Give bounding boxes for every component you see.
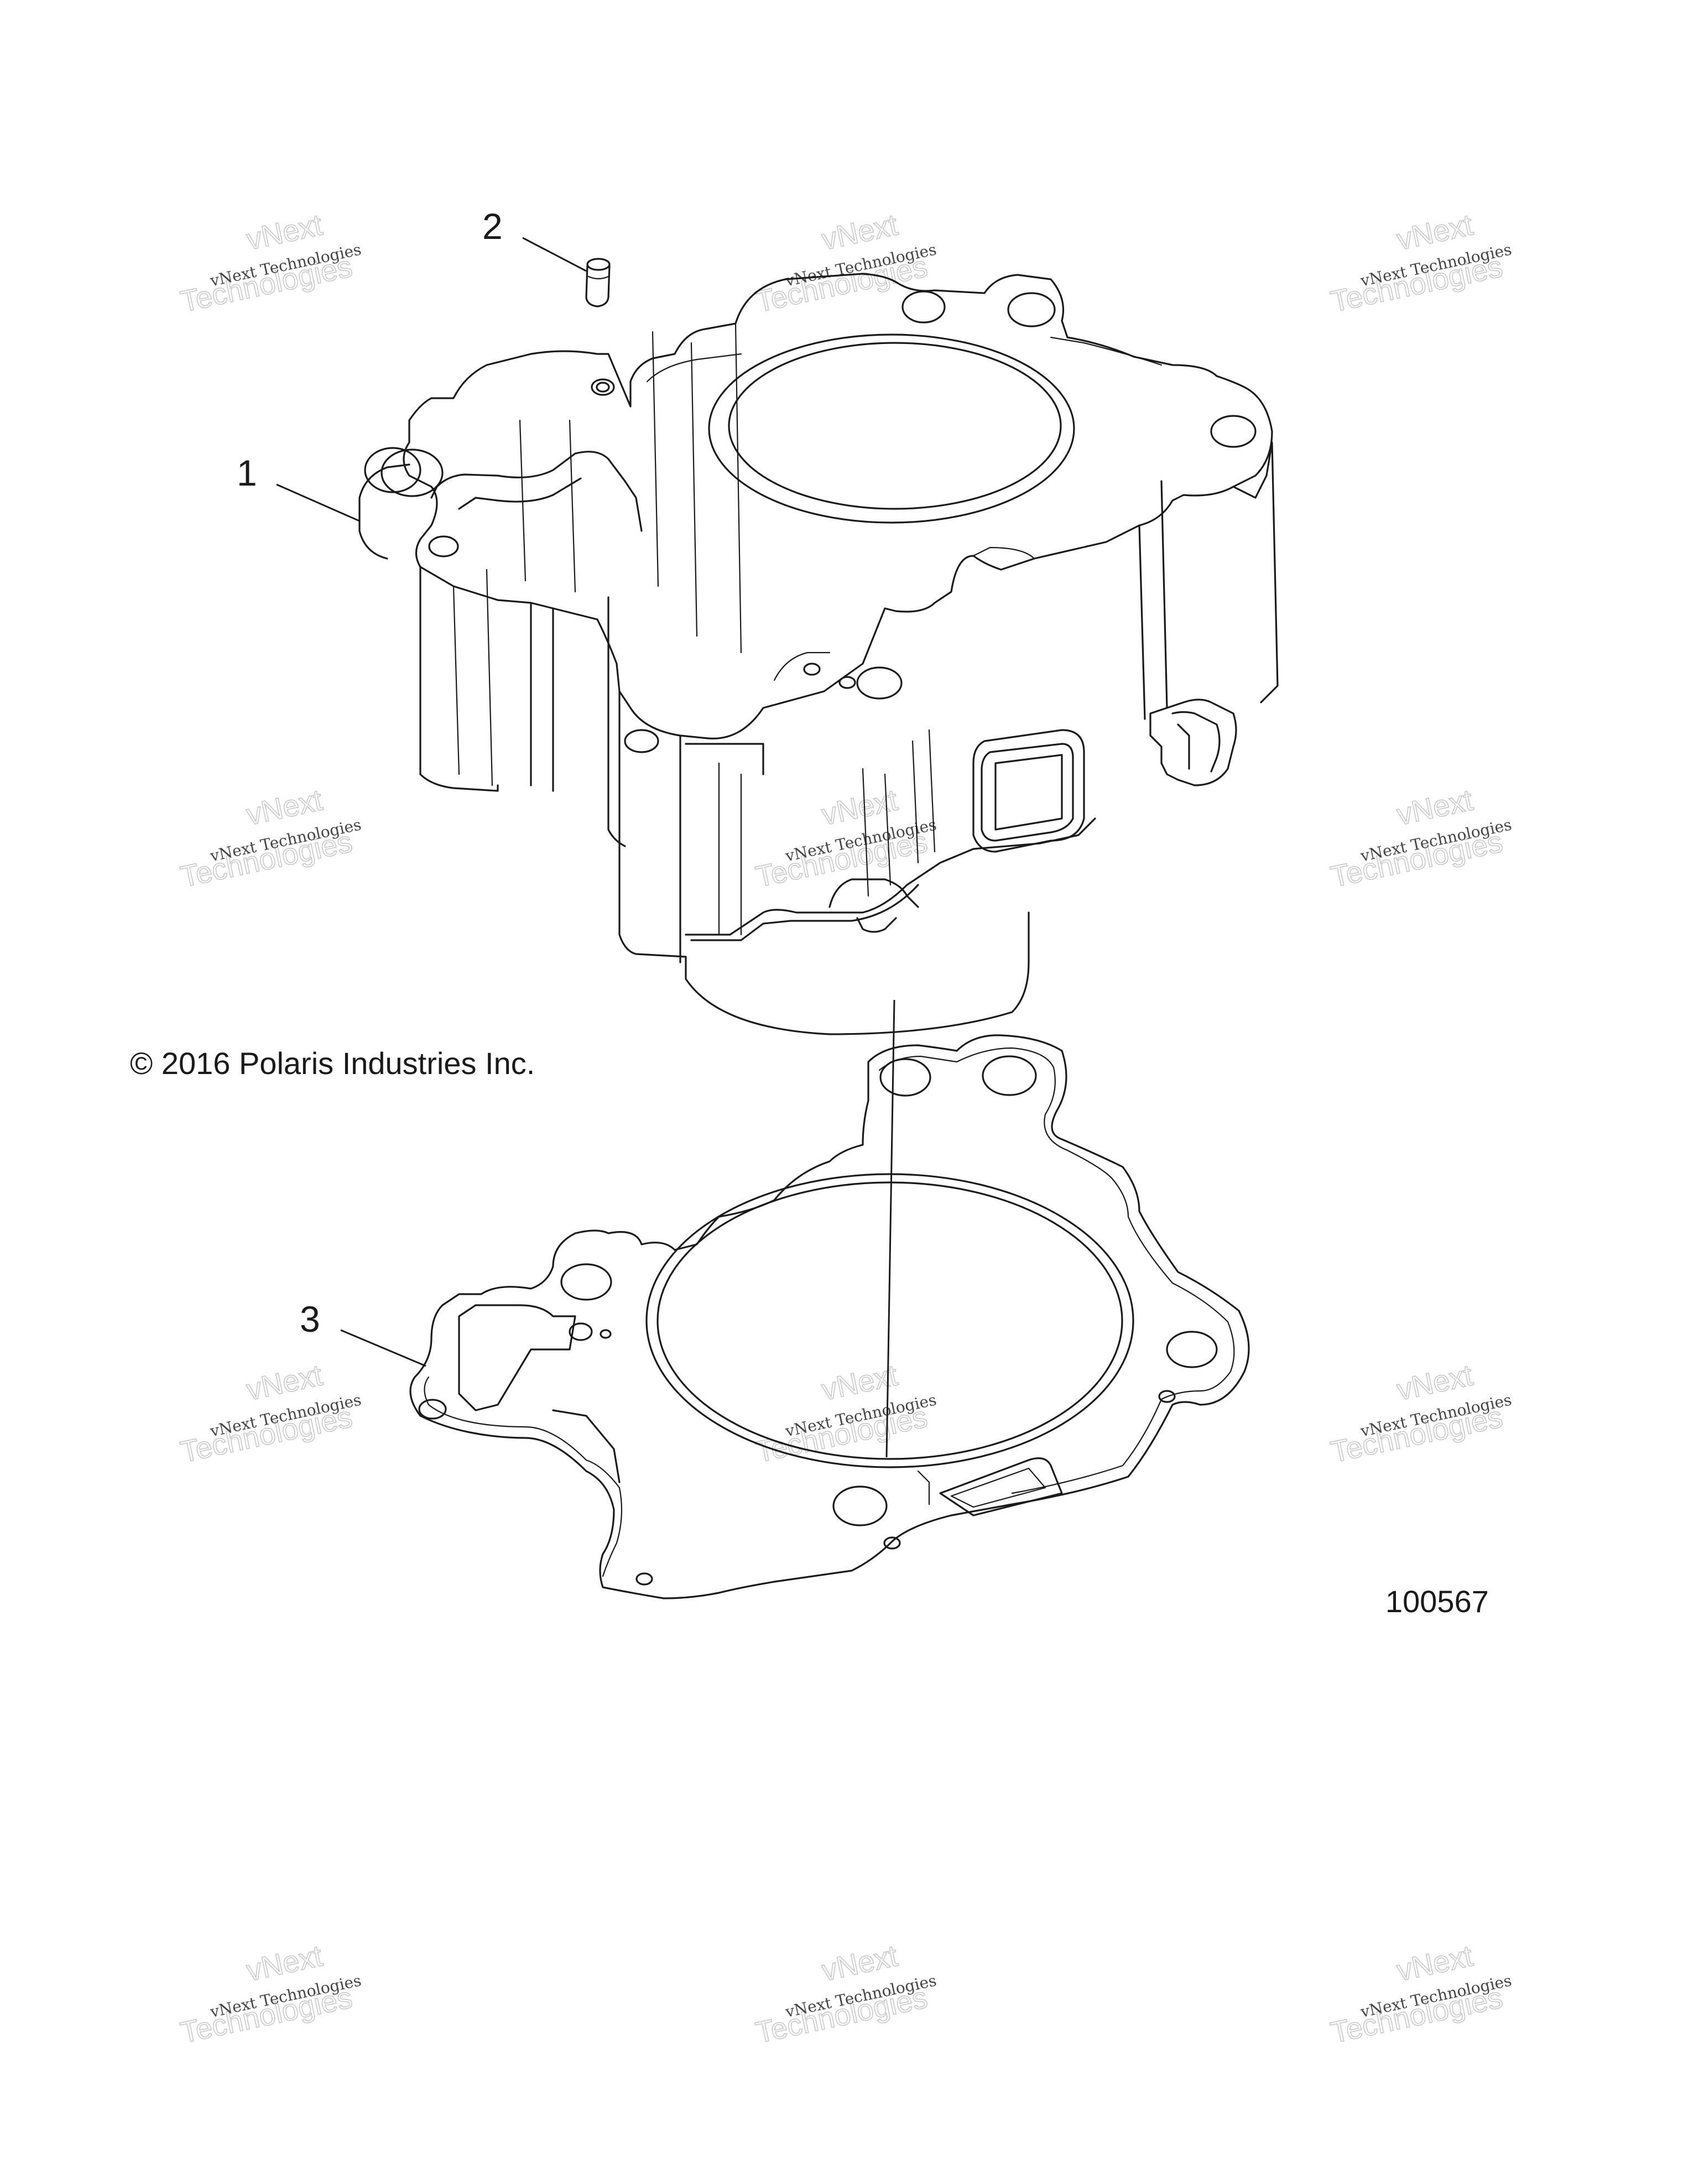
watermark-word-vnext: vNext (243, 208, 325, 256)
watermark-word-vnext: vNext (819, 208, 900, 256)
watermark-word-vnext: vNext (819, 783, 900, 831)
watermark-word-vnext: vNext (243, 783, 325, 831)
watermark-word-vnext: vNext (1394, 783, 1476, 831)
watermark-word-vnext: vNext (819, 1939, 900, 1987)
leader-line-2 (522, 237, 587, 272)
dowel-pin-drawing (585, 258, 611, 307)
leader-line-1 (276, 483, 360, 522)
copyright-notice: © 2016 Polaris Industries Inc. (130, 1046, 535, 1081)
callout-3: 3 (300, 1299, 320, 1339)
watermark-word-vnext: vNext (243, 1939, 325, 1987)
cylinder-drawing (358, 273, 1279, 1035)
watermark-word-vnext: vNext (1394, 1939, 1476, 1987)
part-number: 100567 (1385, 1584, 1489, 1619)
watermark-word-vnext: vNext (1394, 1358, 1476, 1406)
watermark-word-vnext: vNext (1394, 208, 1476, 256)
gasket-drawing (409, 1034, 1250, 1599)
center-axis-line (885, 999, 895, 1458)
leader-line-3 (340, 1329, 426, 1367)
callout-2: 2 (482, 206, 503, 247)
callout-1: 1 (237, 452, 257, 493)
watermark-word-vnext: vNext (243, 1358, 325, 1406)
